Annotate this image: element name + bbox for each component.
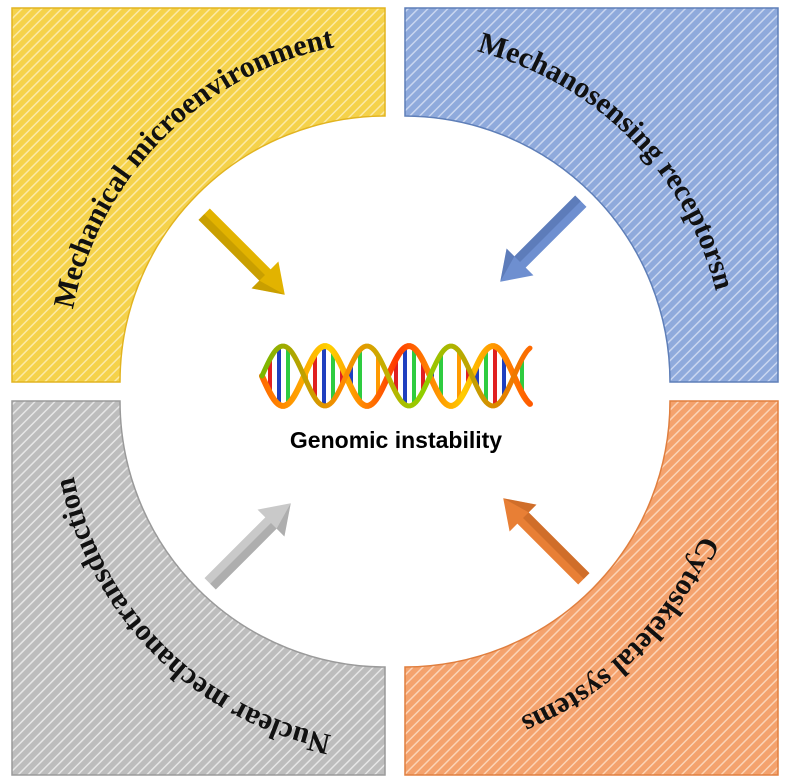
quadrant-mechanosensing-receptors: Mechanosensing receptorsn [404,7,779,383]
arrow-icon [503,498,590,585]
dna-double-helix-icon [259,343,533,409]
quadrant-mechanical-microenvironment: Mechanical microenvironment [11,7,386,383]
arrow-icon [204,503,291,590]
arrow-icon [198,208,285,295]
quadrant-cytoskeletal-systems: Cytoskeletal systems [404,400,779,776]
center-label: Genomic instability [290,427,502,453]
arrow-icon [500,195,587,282]
quadrant-nuclear-mechanotransduction: Nuclear mechanotransduction [11,400,386,776]
